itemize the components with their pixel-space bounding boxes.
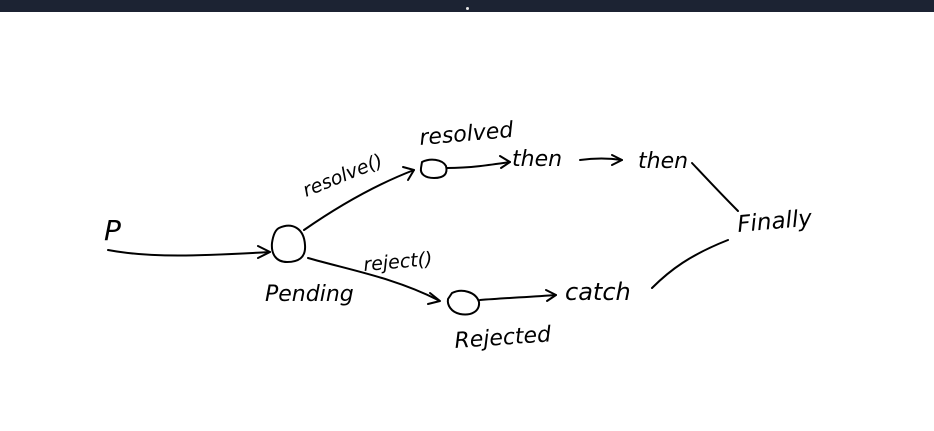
edge-catch-to-finally xyxy=(651,239,729,289)
edge-resolve xyxy=(303,169,415,231)
arrowhead-then-2 xyxy=(611,154,623,166)
resolved-node xyxy=(419,158,448,179)
arrowhead-pending xyxy=(257,245,271,259)
label-rejected: Rejected xyxy=(454,322,553,354)
label-catch: catch xyxy=(565,278,631,306)
label-then-2: then xyxy=(638,149,688,174)
edge-start-to-pending xyxy=(107,249,271,257)
top-bar-dot-icon xyxy=(466,7,469,10)
pending-node xyxy=(270,224,307,263)
edge-resolved-to-then xyxy=(446,161,511,169)
edge-then-to-finally xyxy=(691,162,739,212)
arrowhead-catch xyxy=(545,289,557,302)
edge-reject xyxy=(307,257,439,301)
edge-then-to-then xyxy=(579,157,623,161)
edge-rejected-to-catch xyxy=(479,294,557,301)
label-start: P xyxy=(104,214,121,247)
arrowhead-then xyxy=(499,155,511,169)
label-finally: Finally xyxy=(736,206,813,238)
label-resolved: resolved xyxy=(418,118,515,151)
label-pending: Pending xyxy=(265,282,354,307)
label-reject-edge: reject() xyxy=(363,248,434,276)
arrowhead-resolve xyxy=(402,166,415,181)
window-top-bar xyxy=(0,0,934,12)
arrowhead-reject xyxy=(427,292,441,305)
rejected-node xyxy=(446,289,481,316)
label-then-1: then xyxy=(512,147,562,172)
label-resolve-edge: resolve() xyxy=(300,150,386,202)
